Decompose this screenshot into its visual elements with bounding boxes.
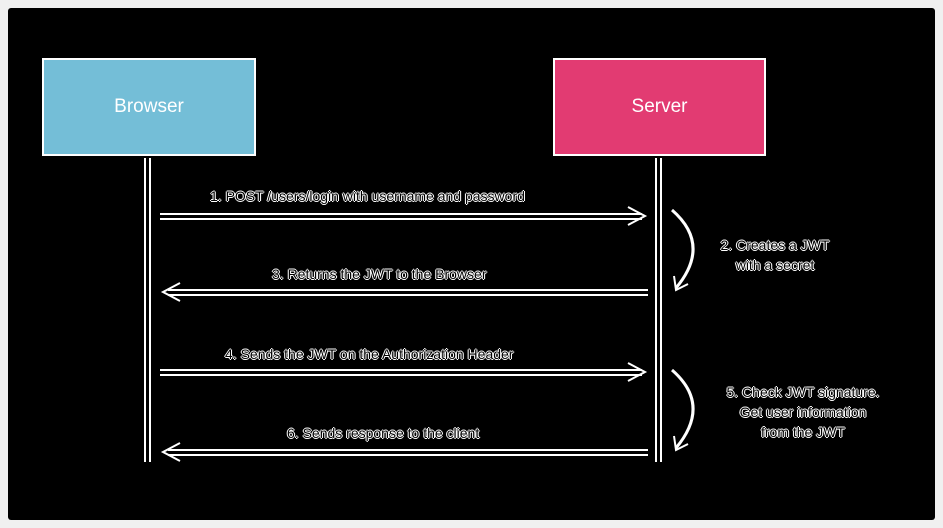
note-step-5-line-2: Get user information <box>739 404 867 420</box>
server-lifeline <box>655 158 662 462</box>
arrow-step-3 <box>160 282 648 302</box>
self-arrow-step-2 <box>671 208 695 292</box>
self-arrow-step-5 <box>671 368 695 452</box>
message-step-1: 1. POST /users/login with username and p… <box>210 188 525 204</box>
arrow-step-6 <box>160 442 648 462</box>
note-step-2-line-1: 2. Creates a JWT <box>720 237 830 253</box>
arrow-step-1 <box>160 206 648 226</box>
arrow-step-4 <box>160 362 648 382</box>
message-step-6: 6. Sends response to the client <box>287 425 480 441</box>
server-label: Server <box>631 96 688 117</box>
note-step-5: 5. Check JWT signature. Get user informa… <box>703 382 903 442</box>
note-step-2-line-2: with a secret <box>735 257 815 273</box>
message-step-3: 3. Returns the JWT to the Browser <box>272 266 487 282</box>
message-step-4: 4. Sends the JWT on the Authorization He… <box>225 346 514 362</box>
browser-lifeline <box>144 158 151 462</box>
browser-actor-box: Browser <box>42 58 256 156</box>
browser-label: Browser <box>114 96 184 117</box>
note-step-5-line-3: from the JWT <box>760 424 845 440</box>
note-step-2: 2. Creates a JWT with a secret <box>700 235 850 275</box>
note-step-5-line-1: 5. Check JWT signature. <box>726 384 880 400</box>
server-actor-box: Server <box>553 58 766 156</box>
